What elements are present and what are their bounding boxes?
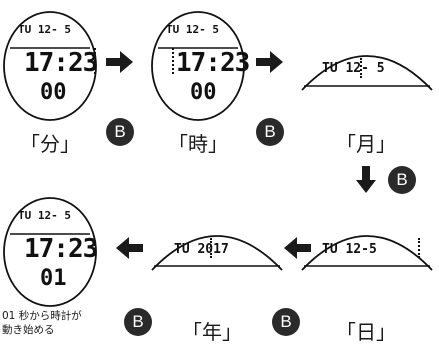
watch-day-blink-marker: [418, 238, 420, 258]
note-line-1: 01 秒から時計が: [2, 310, 82, 322]
watch-day-line: TU 12-5: [322, 242, 377, 257]
watch-month-line: TU 12- 5: [322, 61, 385, 76]
label-day: 「日」: [336, 320, 396, 344]
watch-day: [301, 235, 433, 271]
arrow-right-icon: [256, 51, 283, 73]
b-button-3: B: [388, 166, 416, 194]
watch-hour-blink-marker: [172, 48, 174, 74]
label-minute: 「分」: [20, 132, 80, 156]
arrow-down-icon: [356, 166, 376, 193]
b-button-1: B: [106, 118, 134, 146]
arrow-left-icon: [284, 237, 311, 259]
watch-month-blink-marker: [360, 58, 362, 78]
label-year: 「年」: [182, 320, 242, 344]
watch-hour-top-line: TU 12- 5: [166, 23, 219, 36]
watch-month: [301, 55, 433, 91]
watch-final-time: 17:23: [24, 234, 98, 264]
watch-final-top-line: TU 12- 5: [18, 209, 71, 222]
watch-final-seconds: 01: [40, 266, 67, 291]
watch-minute-seconds: 00: [40, 80, 67, 105]
b-button-2: B: [256, 118, 284, 146]
arrow-right-icon: [106, 51, 133, 73]
label-month: 「月」: [336, 132, 396, 156]
watch-hour-time: 17:23: [176, 48, 250, 78]
watch-minute-top-line: TU 12- 5: [18, 23, 71, 36]
watch-year-blink-marker: [210, 238, 212, 258]
watch-final: [3, 197, 97, 307]
watch-year: [151, 235, 283, 271]
watch-minute-time: 17:23: [24, 48, 98, 78]
watch-hour: [151, 11, 245, 121]
note-line-2: 動き始める: [2, 324, 55, 336]
b-button-5: B: [124, 308, 152, 336]
b-button-4: B: [272, 308, 300, 336]
watch-year-line: TU 2017: [174, 242, 229, 257]
watch-minute-blink-marker: [94, 48, 96, 74]
watch-hour-seconds: 00: [190, 80, 217, 105]
label-hour: 「時」: [168, 132, 228, 156]
watch-minute: [3, 11, 97, 121]
arrow-left-icon: [116, 237, 143, 259]
